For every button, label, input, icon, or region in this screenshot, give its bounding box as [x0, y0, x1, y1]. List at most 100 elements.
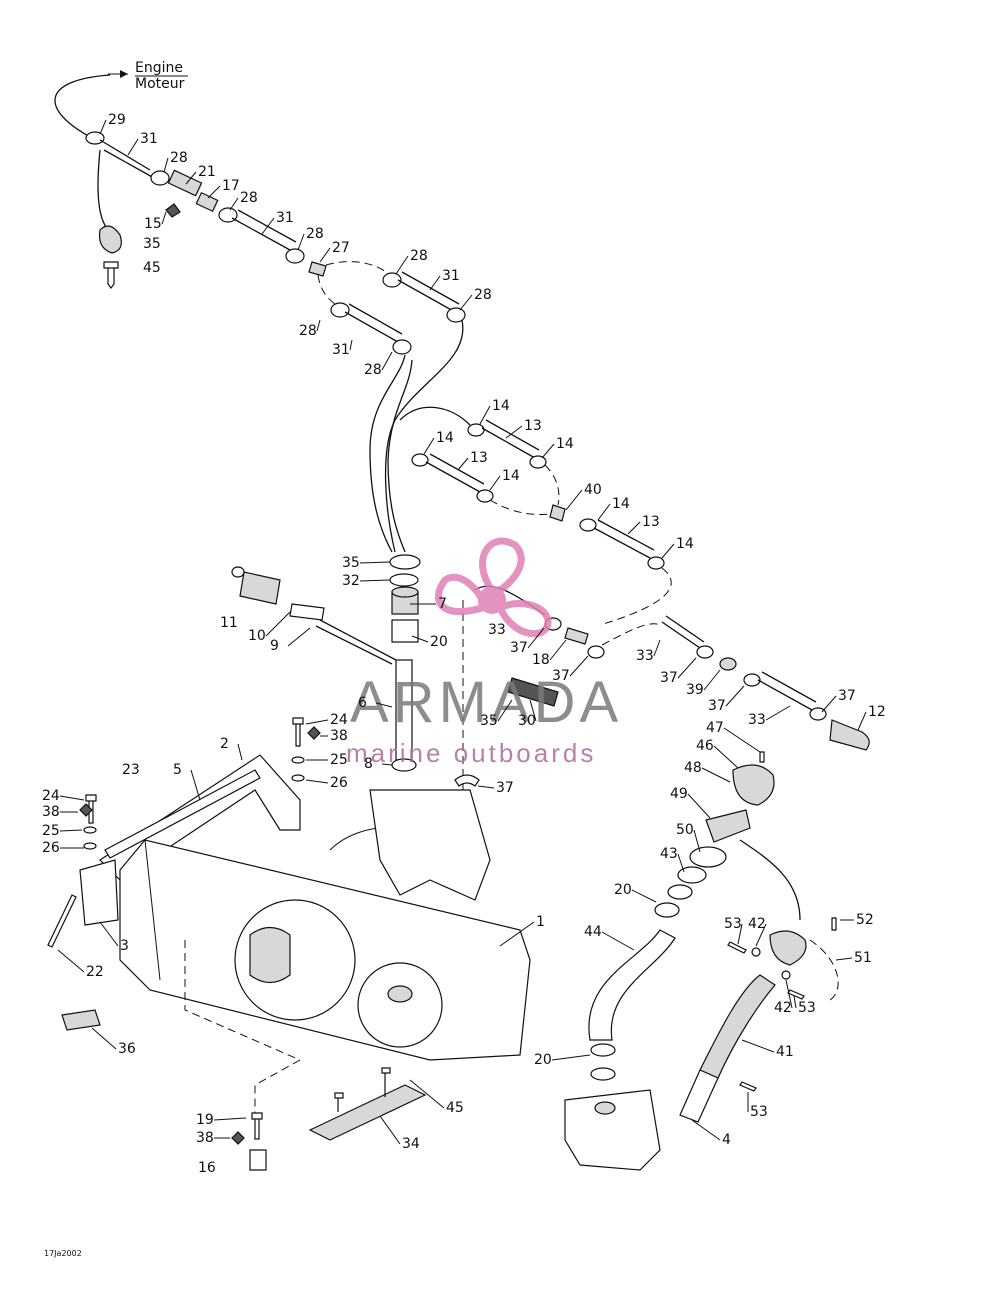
tee-fitting-27 [308, 261, 327, 277]
callout-leader-37 [725, 685, 745, 707]
propeller-blade-left [434, 574, 486, 616]
hose-clamp-14b [529, 455, 547, 469]
callout-leader-28 [459, 294, 473, 311]
propeller-blade-top [479, 537, 525, 594]
washer-42-b [781, 970, 791, 980]
hose-clamp-37e [809, 707, 827, 721]
callout-41: 41 [776, 1044, 794, 1060]
callout-leader-3 [99, 921, 119, 947]
callout-leader-46 [713, 745, 739, 769]
callout-leader-13 [627, 521, 641, 535]
fitting-39 [719, 657, 737, 671]
callout-leader-15 [161, 211, 167, 225]
callout-28: 28 [364, 362, 382, 378]
callout-leader-8 [381, 763, 393, 766]
washer-25-left [83, 826, 97, 834]
callout-leader-30 [529, 699, 537, 722]
pad-36 [61, 1009, 101, 1031]
watermark: ARMADA marine outboards [346, 537, 622, 768]
callout-leader-13 [457, 457, 469, 471]
hose-clamp-28g [392, 339, 412, 355]
strap-5 [104, 769, 261, 859]
callout-leader-53 [793, 995, 797, 1009]
callout-32: 32 [342, 573, 360, 589]
callout-50: 50 [676, 822, 694, 838]
watermark-subtitle: marine outboards [346, 738, 596, 768]
watermark-title: ARMADA [350, 670, 622, 735]
callout-14: 14 [502, 468, 520, 484]
check-valve-18 [564, 627, 589, 645]
propeller-blade-right [495, 600, 552, 638]
cap-48 [732, 764, 775, 806]
nut-38-bottom [231, 1131, 245, 1145]
filler-hose-44 [588, 929, 676, 1041]
callout-8: 8 [364, 756, 373, 772]
hose-clamp-28d [382, 272, 402, 288]
callout-29: 29 [108, 112, 126, 128]
clamp-20-lower-b [590, 1067, 616, 1081]
callout-leader-6 [375, 702, 393, 708]
callout-26: 26 [330, 775, 348, 791]
callout-45: 45 [143, 260, 161, 276]
callout-leader-44 [601, 931, 635, 951]
screw-53-a [727, 941, 747, 954]
callout-12: 12 [868, 704, 886, 720]
callout-leader-32 [359, 579, 391, 582]
callout-48: 48 [684, 760, 702, 776]
vent-check-group [474, 585, 870, 751]
callout-35: 35 [480, 713, 498, 729]
callout-leader-47 [723, 727, 761, 753]
callout-13: 13 [524, 418, 542, 434]
callout-16: 16 [198, 1160, 216, 1176]
filler-assembly [588, 751, 801, 1081]
grommet-20-mid [391, 619, 419, 643]
engine-label-line2: Moteur [135, 76, 185, 92]
callout-31: 31 [442, 268, 460, 284]
washer-25-right [291, 756, 305, 764]
callout-leader-14 [489, 475, 501, 491]
hose-clamp-28f [330, 302, 350, 318]
callout-leader-34 [379, 1115, 401, 1145]
callout-52: 52 [856, 912, 874, 928]
washer-42-a [751, 947, 761, 957]
clamp-20-lower-a [590, 1043, 616, 1057]
hose-clamp-14a [467, 423, 485, 437]
callout-leader-14 [541, 443, 555, 459]
callout-21: 21 [198, 164, 216, 180]
callout-14: 14 [436, 430, 454, 446]
hose-clamp-28c [285, 248, 305, 264]
bracket-3 [79, 859, 119, 926]
bracket-35-upper [98, 225, 122, 254]
callout-leader-33 [765, 705, 791, 721]
callout-53: 53 [798, 1000, 816, 1016]
callout-42: 42 [748, 916, 766, 932]
callout-leader-37 [821, 695, 837, 713]
callout-35: 35 [342, 555, 360, 571]
tee-fitting-branches [308, 261, 466, 553]
callout-28: 28 [299, 323, 317, 339]
callout-leader-28 [229, 197, 239, 211]
reservoir-body [369, 789, 491, 901]
corrugated-hose-41 [699, 974, 776, 1079]
callout-42: 42 [774, 1000, 792, 1016]
callout-40: 40 [584, 482, 602, 498]
pickup-stack [389, 554, 480, 800]
tube-4 [679, 1069, 719, 1123]
callout-leader-27 [319, 247, 331, 263]
callout-leader-31 [261, 217, 275, 235]
callout-20: 20 [614, 882, 632, 898]
callout-14: 14 [676, 536, 694, 552]
bolt-24-right [292, 717, 304, 747]
clip-37-lower [454, 774, 480, 787]
callout-leader-14 [423, 437, 435, 455]
callout-14: 14 [612, 496, 630, 512]
tee-fitting-40 [549, 504, 566, 522]
hose-clamp-37b [587, 645, 605, 659]
engine-label: Engine Moteur [108, 60, 188, 92]
callout-31: 31 [276, 210, 294, 226]
callout-39: 39 [686, 682, 704, 698]
callout-5: 5 [173, 762, 182, 778]
callout-6: 6 [358, 695, 367, 711]
callout-leader-28 [316, 319, 321, 332]
callout-38: 38 [330, 728, 348, 744]
